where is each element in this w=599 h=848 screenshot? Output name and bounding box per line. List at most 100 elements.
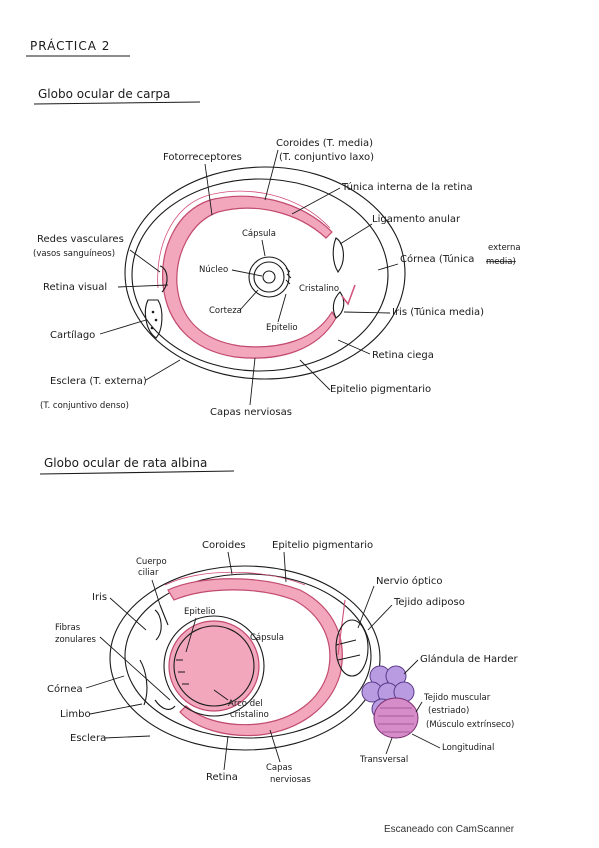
label-ligamento: Ligamento anular (372, 214, 461, 225)
leader-longitudinal (411, 733, 441, 749)
carp-cartilage (144, 299, 163, 339)
leader-retina (223, 735, 229, 771)
label-coroides: Coroides (T. media) (276, 138, 373, 149)
label-cartilago: Cartílago (50, 329, 95, 341)
rat-limbus (139, 659, 148, 706)
label-ciliar: ciliar (138, 568, 159, 578)
carp-iris (332, 291, 345, 319)
label-nerviosas: nerviosas (270, 775, 311, 785)
leader-glandula (403, 659, 419, 675)
label-estriado: (estriado) (428, 706, 469, 716)
label-capsula: Cápsula (250, 633, 284, 643)
leader-cornea-2 (85, 675, 125, 689)
label-fotorreceptores: Fotorreceptores (163, 152, 242, 163)
label-retina-visual: Retina visual (43, 282, 107, 293)
leader-corteza (239, 289, 259, 311)
leader-limbo (89, 703, 143, 715)
label-glandula-harder: Glándula de Harder (420, 653, 519, 665)
label-epitelio-pigmentario: Epitelio pigmentario (272, 540, 373, 551)
leader-redes (129, 249, 161, 273)
label-cornea-media-crossed: media) (486, 257, 516, 267)
carp-ligament (332, 237, 344, 273)
rat-retina-band (167, 578, 343, 737)
carp-sclera-inner (131, 178, 389, 372)
leader-epitelio-2 (185, 617, 197, 653)
rat-ciliary-body (154, 604, 169, 641)
label-redes-vasculares-2: (vasos sanguíneos) (33, 249, 115, 259)
label-fibras: Fibras (55, 623, 81, 633)
leader-fotorreceptores (204, 163, 213, 216)
diagram1-title: Globo ocular de carpa (38, 87, 170, 101)
carp-lens-epithelium (285, 267, 292, 285)
rat-lens-core (173, 625, 255, 707)
label-coroides-2: (T. conjuntivo laxo) (279, 152, 374, 163)
label-epitelio-pigmentario: Epitelio pigmentario (330, 384, 431, 395)
label-epitelio: Epitelio (266, 323, 298, 333)
leader-retina-visual (117, 284, 169, 288)
label-capsula: Cápsula (242, 229, 276, 239)
label-zonulares: zonulares (55, 635, 97, 645)
label-esclera-2: (T. conjuntivo denso) (40, 401, 129, 411)
rat-muscle-fibers (378, 707, 414, 733)
label-corteza: Corteza (209, 306, 242, 316)
label-cornea: Córnea (Túnica (400, 253, 474, 265)
diagram2-title-underline (39, 470, 235, 475)
label-tejido-adiposo: Tejido adiposo (393, 597, 465, 608)
leader-coroides-2 (227, 551, 233, 575)
leader-cartilago (99, 319, 147, 335)
label-arco-cristalino: cristalino (230, 710, 269, 720)
label-epitelio: Epitelio (184, 607, 216, 617)
leader-cuerpo-ciliar (151, 579, 161, 606)
leader-ligamento (339, 223, 373, 245)
label-cornea: Córnea (47, 683, 83, 695)
carp-choroid-line (157, 190, 331, 289)
rat-sclera-inner (124, 573, 372, 739)
label-longitudinal: Longitudinal (442, 743, 494, 753)
leader-transversal (385, 737, 393, 755)
leader-epitelio (277, 293, 287, 323)
leader-tejido-muscular (415, 701, 423, 713)
label-musculo-extrinseco: (Músculo extrínseco) (426, 720, 514, 730)
leader-cornea (377, 263, 399, 271)
carp-eye (124, 166, 406, 380)
rat-lens-capsule (163, 615, 265, 717)
label-iris: Iris (92, 592, 107, 603)
label-transversal: Transversal (359, 755, 408, 765)
carp-lens-nucleus (262, 270, 276, 284)
rat-lens-pink (168, 620, 260, 712)
label-limbo: Limbo (60, 709, 91, 720)
label-nervio-optico: Nervio óptico (376, 575, 443, 587)
rat-adipose (335, 619, 369, 677)
leader-esclera-2 (103, 735, 151, 739)
label-esclera: Esclera (70, 733, 106, 744)
rat-zonular-fibers (154, 699, 176, 710)
leader-coroides (264, 149, 279, 201)
diagram1-title-underline (33, 101, 201, 105)
rat-lens-epithelium (176, 659, 189, 685)
leader-arco (213, 689, 229, 701)
label-tejido-muscular: Tejido muscular (423, 693, 491, 703)
page-heading: PRÁCTICA 2 (30, 38, 110, 53)
leader-capas (249, 357, 256, 406)
carp-lens-capsule (248, 256, 290, 298)
rat-sclera-outer (109, 565, 381, 751)
leader-nervio (357, 585, 375, 629)
leader-fibras (99, 636, 171, 701)
carp-vascular-nets (159, 265, 168, 293)
label-redes-vasculares: Redes vasculares (37, 234, 124, 245)
label-nucleo: Núcleo (199, 265, 228, 275)
label-retina-ciega: Retina ciega (372, 350, 434, 361)
carp-sclera-outer (124, 166, 406, 380)
leader-tunica-interna (291, 187, 341, 215)
label-arco: Arco del (228, 699, 263, 709)
label-coroides: Coroides (202, 540, 246, 551)
leader-iris-2 (109, 597, 147, 631)
leader-esclera (145, 359, 181, 381)
label-capas-nerviosas: Capas nerviosas (210, 407, 292, 418)
leader-iris (343, 311, 391, 314)
label-cornea-externa: externa (488, 243, 521, 253)
leader-capsula (261, 239, 266, 257)
label-tunica-interna: Túnica interna de la retina (341, 181, 473, 193)
